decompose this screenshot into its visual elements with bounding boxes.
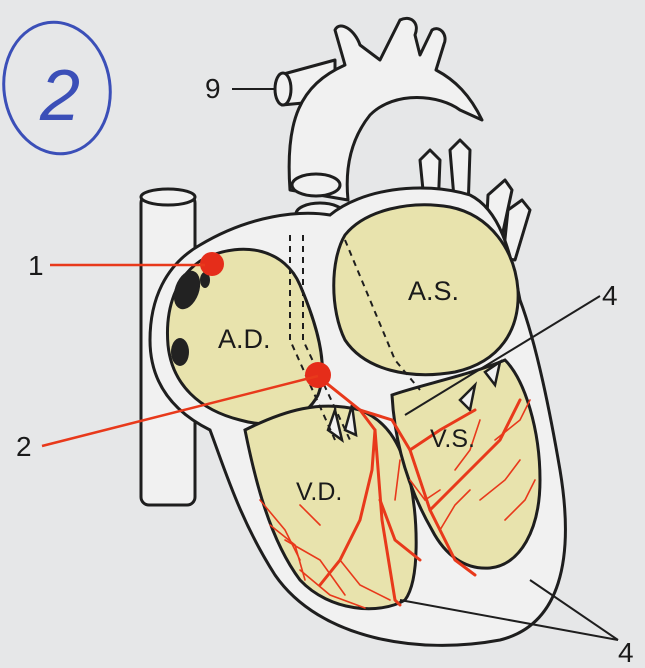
label-1: 1 [28,250,44,281]
label-2: 2 [16,431,32,462]
label-right-atrium: A.D. [218,324,271,354]
badge-number: 2 [39,56,80,136]
label-right-ventricle: V.D. [296,478,342,506]
label-left-atrium: A.S. [408,276,459,306]
atrioventricular-node [305,362,331,388]
label-4-top: 4 [602,280,618,311]
label-9: 9 [205,73,221,104]
label-left-ventricle: V.S. [430,425,475,453]
page-number-badge: 2 [0,15,119,160]
label-4-bottom: 4 [618,637,634,668]
